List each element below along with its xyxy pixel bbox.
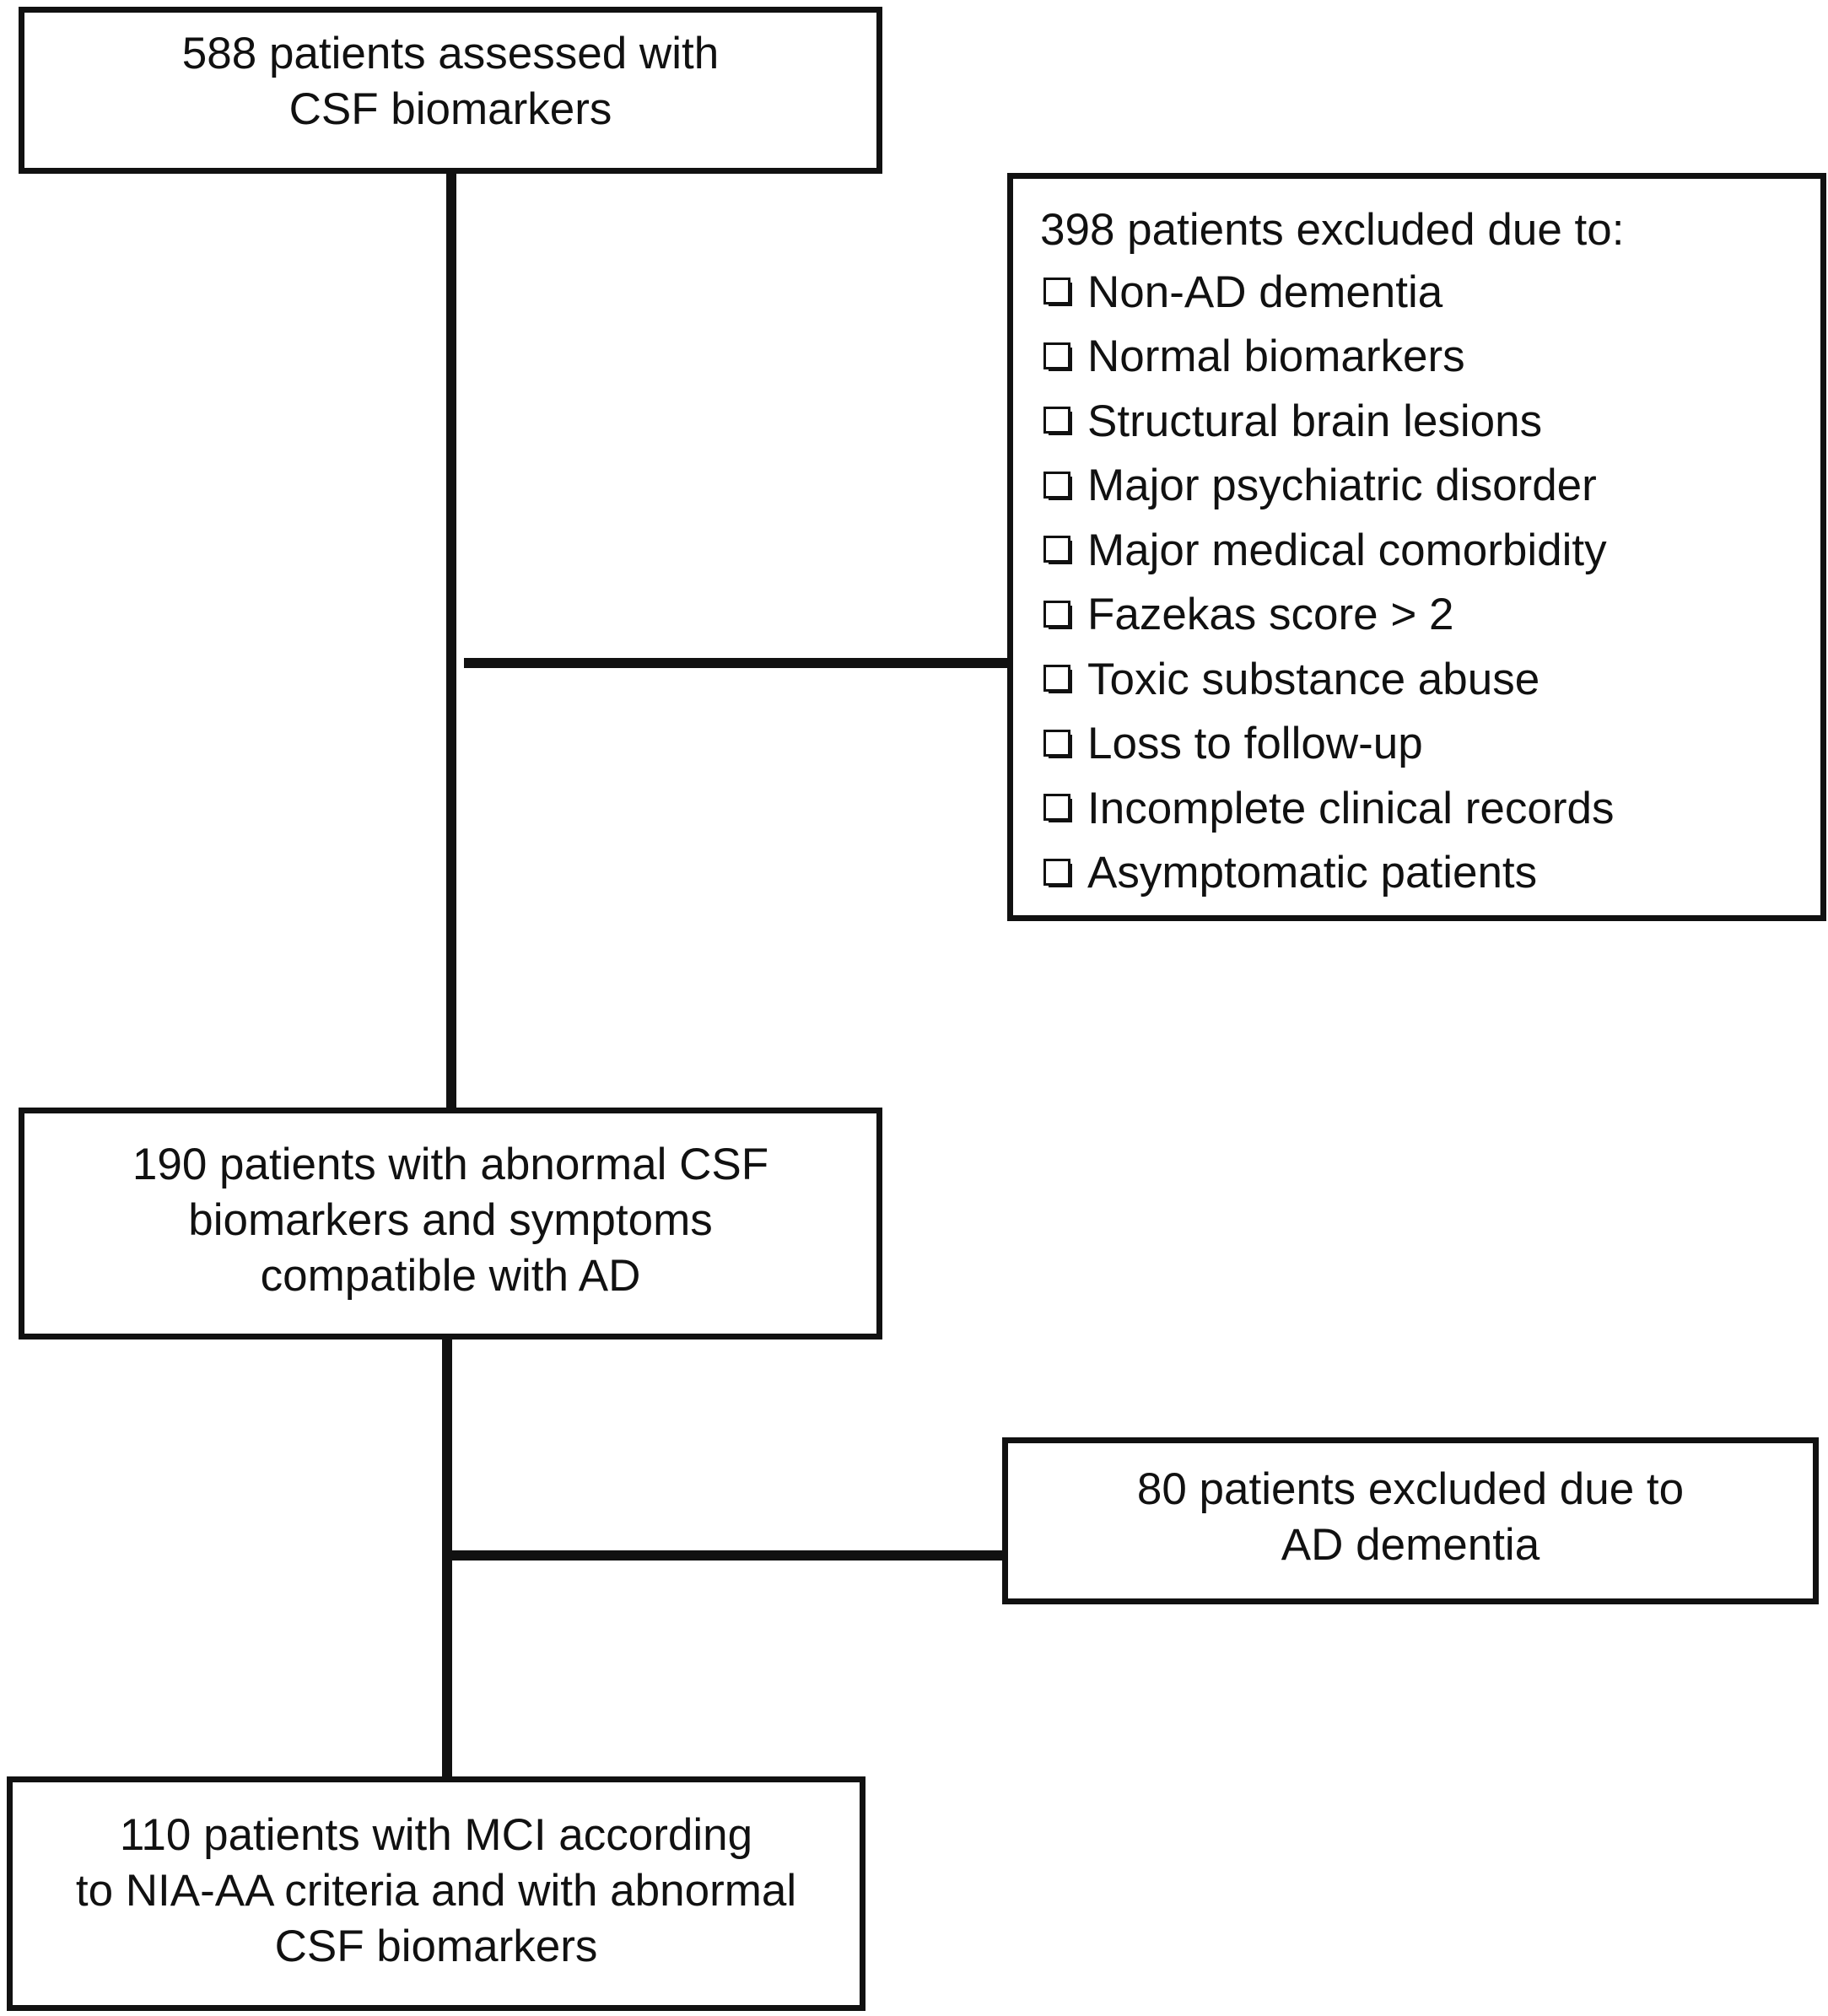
node-abnormal-text: 190 patients with abnormal CSF biomarker… — [24, 1137, 876, 1304]
exclusion-reason-label: Structural brain lesions — [1087, 396, 1543, 446]
exclusion-reason-label: Non-AD dementia — [1087, 267, 1443, 317]
exclusion-reason: Incomplete clinical records — [1043, 776, 1614, 841]
node-assessed-line: 588 patients assessed with — [181, 29, 720, 78]
connector-to-excluded-398 — [464, 658, 1021, 668]
checkbox-icon — [1043, 471, 1072, 500]
node-excluded-80-text: 80 patients excluded due to AD dementia — [1008, 1462, 1813, 1573]
node-excluded-80: 80 patients excluded due to AD dementia — [1002, 1437, 1819, 1604]
exclusion-reason-label: Asymptomatic patients — [1087, 848, 1538, 898]
checkbox-icon — [1043, 858, 1072, 887]
node-assessed: 588 patients assessed with CSF biomarker… — [19, 7, 882, 174]
node-excluded-80-line: 80 patients excluded due to — [1136, 1464, 1685, 1514]
exclusion-reason: Loss to follow-up — [1043, 712, 1614, 777]
exclusion-reason: Major medical comorbidity — [1043, 518, 1614, 583]
node-mci-line: to NIA-AA criteria and with abnormal — [75, 1866, 797, 1916]
exclusion-reason: Structural brain lesions — [1043, 389, 1614, 454]
exclusion-reason: Toxic substance abuse — [1043, 647, 1614, 712]
node-assessed-text: 588 patients assessed with CSF biomarker… — [24, 26, 876, 137]
node-mci-line: CSF biomarkers — [274, 1922, 598, 1971]
exclusion-reason-label: Toxic substance abuse — [1087, 654, 1540, 704]
connector-assessed-to-abnormal — [446, 173, 456, 1109]
excluded-398-title: 398 patients excluded due to: — [1040, 205, 1625, 255]
node-abnormal-line: 190 patients with abnormal CSF — [132, 1140, 769, 1189]
checkbox-icon — [1043, 665, 1072, 694]
node-excluded-398: 398 patients excluded due to: Non-AD dem… — [1007, 173, 1826, 921]
checkbox-icon — [1043, 278, 1072, 307]
exclusion-reason-label: Major medical comorbidity — [1087, 525, 1607, 575]
checkbox-icon — [1043, 729, 1072, 758]
node-abnormal-line: biomarkers and symptoms — [188, 1195, 713, 1245]
node-abnormal: 190 patients with abnormal CSF biomarker… — [19, 1108, 882, 1340]
checkbox-icon — [1043, 407, 1072, 436]
node-mci-text: 110 patients with MCI according to NIA-A… — [13, 1808, 860, 1975]
exclusion-reason-label: Loss to follow-up — [1087, 719, 1423, 769]
checkbox-icon — [1043, 794, 1072, 823]
exclusion-reason-list: Non-AD dementia Normal biomarkers Struct… — [1043, 260, 1614, 905]
exclusion-reason-label: Fazekas score > 2 — [1087, 590, 1454, 640]
exclusion-reason-label: Major psychiatric disorder — [1087, 461, 1597, 511]
exclusion-reason-label: Normal biomarkers — [1087, 332, 1465, 382]
node-mci-line: 110 patients with MCI according — [119, 1810, 753, 1860]
exclusion-reason-label: Incomplete clinical records — [1087, 783, 1615, 833]
node-abnormal-line: compatible with AD — [260, 1251, 641, 1301]
exclusion-reason: Normal biomarkers — [1043, 325, 1614, 390]
checkbox-icon — [1043, 342, 1072, 371]
checkbox-icon — [1043, 536, 1072, 565]
node-mci: 110 patients with MCI according to NIA-A… — [7, 1776, 865, 2011]
exclusion-reason: Fazekas score > 2 — [1043, 583, 1614, 648]
connector-abnormal-to-mci — [442, 1339, 452, 1778]
node-excluded-80-line: AD dementia — [1281, 1520, 1540, 1570]
exclusion-reason: Non-AD dementia — [1043, 260, 1614, 325]
exclusion-reason: Major psychiatric disorder — [1043, 454, 1614, 519]
exclusion-reason: Asymptomatic patients — [1043, 841, 1614, 906]
connector-to-excluded-80 — [449, 1550, 1006, 1561]
checkbox-icon — [1043, 600, 1072, 629]
node-assessed-line: CSF biomarkers — [288, 84, 612, 134]
